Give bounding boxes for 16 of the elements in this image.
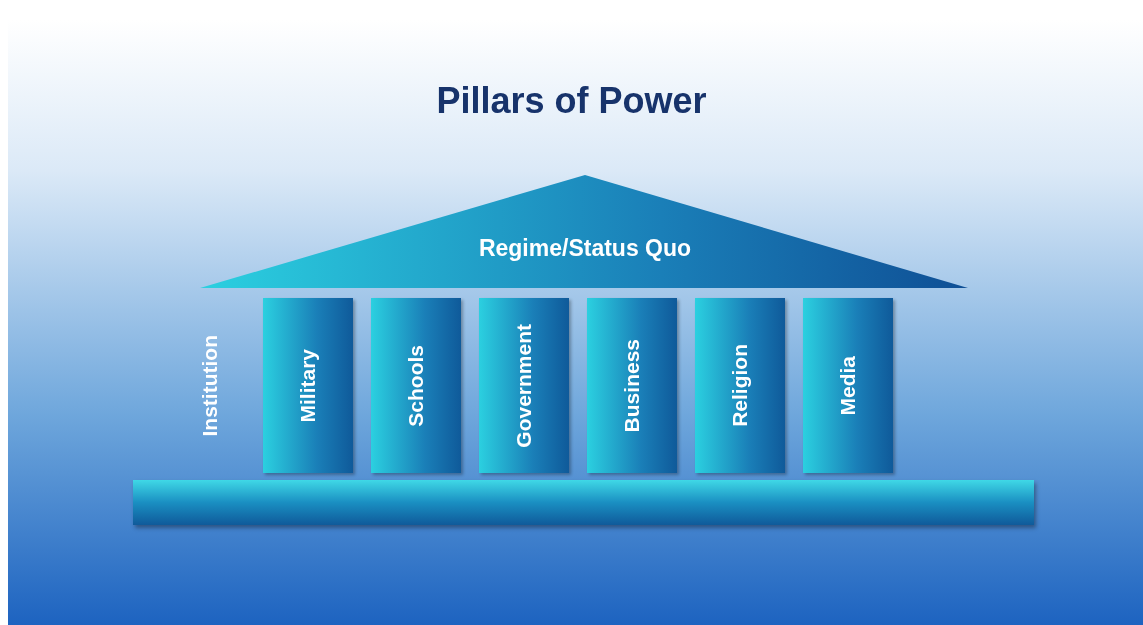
pillar-label: Religion	[728, 344, 752, 427]
pillar	[371, 298, 461, 473]
pillar	[263, 298, 353, 473]
pillar	[479, 298, 569, 473]
base-slab	[133, 480, 1034, 525]
pillar-label: Schools	[404, 344, 428, 427]
pillar-label: Military	[296, 348, 320, 423]
pillar-label: Business	[620, 338, 644, 433]
pillar	[803, 298, 893, 473]
side-label: Institution	[198, 335, 222, 437]
roof-label: Regime/Status Quo	[477, 235, 693, 262]
pillar-label: Media	[836, 355, 860, 416]
title: Pillars of Power	[435, 80, 708, 122]
pillar	[695, 298, 785, 473]
pillar	[587, 298, 677, 473]
pillar-label: Government	[512, 323, 536, 448]
